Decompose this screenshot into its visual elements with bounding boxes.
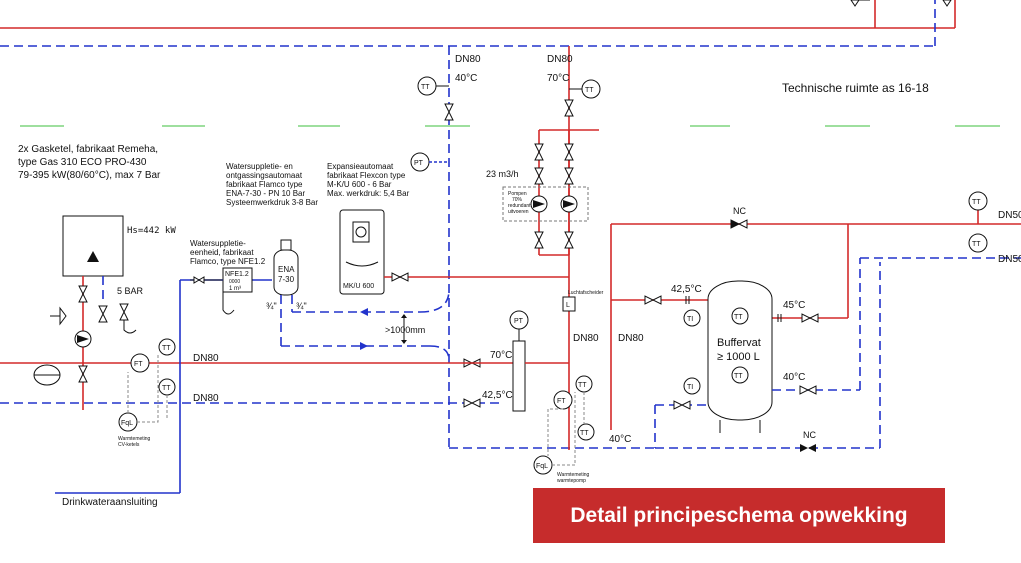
quarter-left: ¾" [266, 301, 277, 311]
riser-dn80-label: DN80 [455, 54, 481, 65]
refill-unit-1: 0000 [229, 279, 240, 285]
dn50-bottom-label: DN50 [998, 254, 1021, 265]
buffer-tt-bottom: TT [734, 373, 743, 380]
quarter-right: ¾" [296, 301, 307, 311]
cv-fql-label: FqL [121, 420, 133, 427]
cv-tt-top: TT [162, 345, 171, 352]
expansion-desc-0: Expansieautomaat [327, 162, 394, 171]
riser-tt-label: TT [421, 84, 430, 91]
riser-temp-label: 40°C [455, 73, 477, 84]
buffer-return-lines: 40°C NC TT DN50 40°C TT TT FT FqL Warmte… [533, 233, 1021, 484]
supply-bottom-dn80: DN80 [573, 333, 599, 344]
refill-desc-0: Watersuppletie- [190, 239, 246, 248]
buffer-dn80-label: DN80 [618, 333, 644, 344]
degasser-desc-0: Watersuppletie- en [226, 162, 293, 171]
riser-pt-label: PT [414, 160, 424, 167]
boiler-desc-2: 79-395 kW(80/60°C), max 7 Bar [18, 170, 161, 181]
t425-header-label: 42,5°C [482, 390, 513, 401]
title-banner: Detail principeschema opwekking [533, 488, 945, 543]
return-main-dn80: DN80 [193, 393, 219, 404]
degasser-desc-3: ENA-7-30 - PN 10 Bar [226, 189, 305, 198]
cv-tt-bottom: TT [162, 385, 171, 392]
cv-ft-label: FT [134, 361, 143, 368]
buffer-ti-bottom: TI [687, 384, 693, 391]
degasser-desc-1: ontgassingsautomaat [226, 171, 303, 180]
degasser-desc-4: Systeemwerkdruk 3-8 Bar [226, 198, 318, 207]
right-tt-label: TT [578, 382, 587, 389]
buffer-ti-top: TI [687, 316, 693, 323]
air-separator-label: Luchtafscheider [568, 290, 604, 296]
buffer-volume: ≥ 1000 L [717, 351, 760, 363]
t45-label: 45°C [783, 300, 805, 311]
drinking-water-label: Drinkwateraansluiting [62, 497, 158, 508]
boiler-power: Hs=442 kW [127, 226, 176, 236]
supply-tt-label: TT [585, 87, 594, 94]
bottom-tt-label: TT [580, 430, 589, 437]
boiler-desc-1: type Gas 310 ECO PRO-430 [18, 157, 147, 168]
wp-meter-1: warmtepomp [557, 478, 586, 484]
supply-dn80-label: DN80 [547, 54, 573, 65]
air-separator-l: L [566, 302, 570, 309]
buffer-supply-lines: DN80 NC 42,5°C 45°C TT DN50 [610, 191, 1021, 430]
refill-unit-0: NFE1.2 [225, 271, 249, 278]
supply-temp-label: 70°C [547, 73, 569, 84]
pump-note-2: redundant [508, 203, 531, 209]
nc-bottom-label: NC [803, 430, 816, 440]
pump-note-0: Pompen [508, 191, 527, 197]
t40-bottom-label: 40°C [609, 434, 631, 445]
buffer-vessel: Buffervat ≥ 1000 L TT TT TI TI [683, 280, 773, 433]
t425-top-label: 42,5°C [671, 284, 702, 295]
buffer-name: Buffervat [717, 337, 761, 349]
wp-ft-label: FT [557, 398, 566, 405]
refill-units: Watersuppletie- en ontgassingsautomaat f… [55, 162, 450, 508]
expansion-desc-1: fabrikaat Flexcon type [327, 171, 406, 180]
pump-note-3: uitvoeren [508, 209, 529, 215]
t70-header-label: 70°C [490, 350, 512, 361]
degasser-desc-2: fabrikaat Flamco type [226, 180, 303, 189]
pump-note-1: 70% [512, 197, 523, 203]
cv-meter-0: Warmtemeting [118, 436, 151, 442]
refill-unit-2: 1 m³ [229, 286, 241, 292]
t40-buffer-label: 40°C [783, 372, 805, 383]
wp-meter-0: Warmtemeting [557, 472, 590, 478]
return-riser: DN80 40°C TT PT [410, 46, 655, 449]
supply-main-dn80: DN80 [193, 353, 219, 364]
supply-riser: DN80 70°C TT 23 m3/h Pompen 70% redundan… [486, 46, 604, 450]
top-lines: Technische ruimte as 16-18 [0, 0, 1000, 127]
net-tt-top: TT [972, 199, 981, 206]
expansion-unit: Expansieautomaat fabrikaat Flexcon type … [327, 162, 569, 295]
pump-flow-label: 23 m3/h [486, 169, 519, 179]
wp-fql-label: FqL [536, 463, 548, 470]
room-label: Technische ruimte as 16-18 [782, 81, 929, 95]
expansion-unit-label: MK/U 600 [343, 283, 374, 290]
degasser-unit-0: ENA [278, 265, 295, 274]
header-pt-label: PT [514, 318, 524, 325]
refill-desc-2: Flamco, type NFE1.2 [190, 257, 266, 266]
expansion-desc-3: Max. werkdruk: 5,4 Bar [327, 189, 410, 198]
boiler-pressure: 5 BAR [117, 286, 144, 296]
boiler-group: 2x Gasketel, fabrikaat Remeha, type Gas … [0, 144, 569, 448]
expansion-desc-2: M-K/U 600 - 6 Bar [327, 180, 392, 189]
refill-desc-1: eenheid, fabrikaat [190, 248, 254, 257]
net-tt-bottom: TT [972, 241, 981, 248]
distance-label: >1000mm [385, 325, 425, 335]
nc-top-label: NC [733, 206, 746, 216]
cv-meter-1: CV-ketels [118, 442, 140, 448]
buffer-tt-top: TT [734, 314, 743, 321]
boiler-desc-0: 2x Gasketel, fabrikaat Remeha, [18, 144, 158, 155]
degasser-unit-1: 7-30 [278, 275, 295, 284]
dn50-top-label: DN50 [998, 210, 1021, 221]
